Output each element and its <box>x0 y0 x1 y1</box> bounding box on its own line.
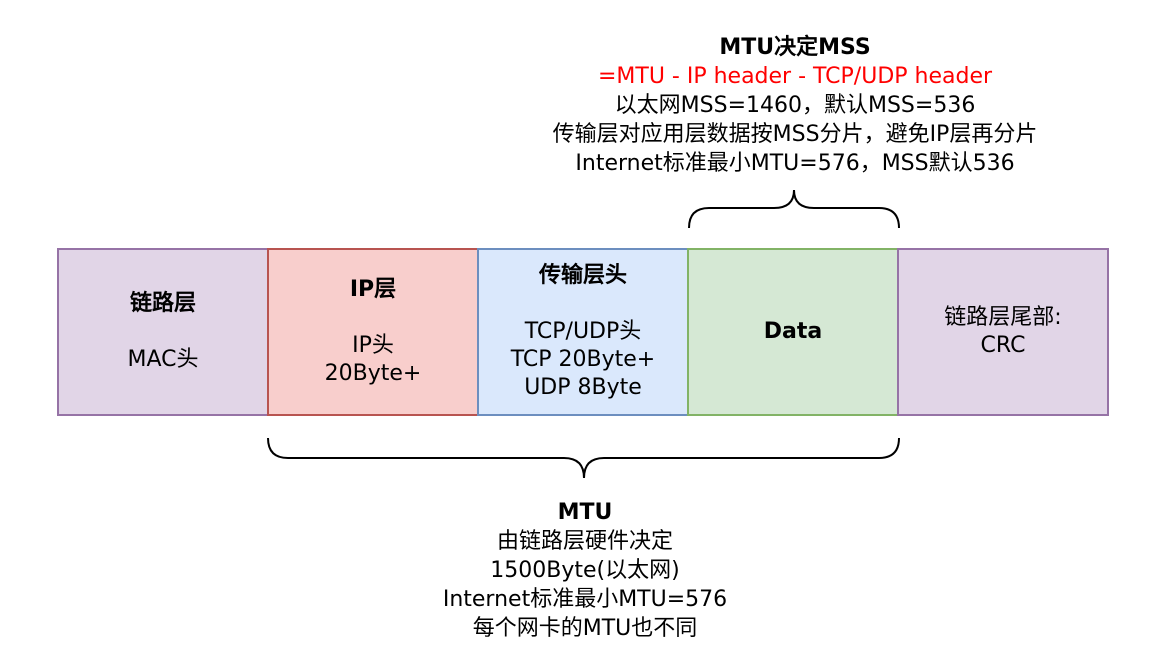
link-tail-line-2: CRC <box>980 333 1026 358</box>
mss-title: MTU决定MSS <box>719 35 871 60</box>
mss-line-2: 传输层对应用层数据按MSS分片，避免IP层再分片 <box>552 122 1038 147</box>
ip-header-body-2: 20Byte+ <box>324 361 422 386</box>
transport-header-title: 传输层头 <box>538 263 627 288</box>
transport-header-body-1: TCP/UDP头 <box>524 319 642 344</box>
transport-header-segment: 传输层头 TCP/UDP头 TCP 20Byte+ UDP 8Byte <box>477 248 689 416</box>
ip-header-segment: IP层 IP头 20Byte+ <box>267 248 479 416</box>
mss-line-1: 以太网MSS=1460，默认MSS=536 <box>614 93 976 118</box>
link-header-segment: 链路层 MAC头 <box>57 248 269 416</box>
mtu-title: MTU <box>557 500 613 525</box>
link-tail-segment: 链路层尾部: CRC <box>897 248 1109 416</box>
link-header-title: 链路层 <box>129 291 196 316</box>
ip-header-title: IP层 <box>349 277 397 302</box>
link-tail-line-1: 链路层尾部: <box>944 305 1062 330</box>
mss-line-3: Internet标准最小MTU=576，MSS默认536 <box>575 151 1015 176</box>
mtu-annotation: MTU 由链路层硬件决定 1500Byte(以太网) Internet标准最小M… <box>300 498 870 643</box>
mtu-brace-path <box>267 437 900 479</box>
ip-header-body-1: IP头 <box>352 333 394 358</box>
link-header-body: MAC头 <box>127 347 199 372</box>
mss-formula: =MTU - IP header - TCP/UDP header <box>597 64 993 89</box>
mss-annotation: MTU决定MSS =MTU - IP header - TCP/UDP head… <box>450 33 1140 178</box>
data-title: Data <box>763 319 823 344</box>
mtu-line-1: 由链路层硬件决定 <box>496 529 673 554</box>
mtu-line-4: 每个网卡的MTU也不同 <box>472 616 698 641</box>
transport-header-body-3: UDP 8Byte <box>524 375 642 400</box>
mss-brace-path <box>688 189 900 229</box>
transport-header-body-2: TCP 20Byte+ <box>510 347 656 372</box>
data-segment: Data <box>687 248 899 416</box>
mtu-line-2: 1500Byte(以太网) <box>490 558 680 583</box>
mtu-line-3: Internet标准最小MTU=576 <box>442 587 728 612</box>
